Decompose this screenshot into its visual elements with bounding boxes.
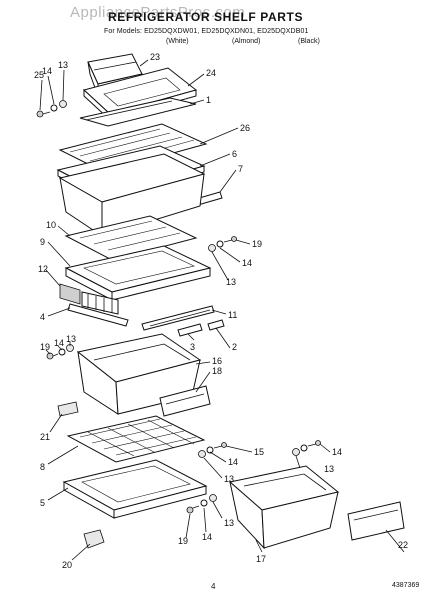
callout-14-f: 14: [202, 532, 212, 542]
callout-8: 8: [40, 462, 45, 472]
hardware-set-top-left[interactable]: [36, 100, 67, 118]
callout-22: 22: [398, 540, 408, 550]
callout-14-c: 14: [54, 338, 64, 348]
callout-3: 3: [190, 342, 195, 352]
callout-5: 5: [40, 498, 45, 508]
document-number: 4387369: [392, 582, 420, 589]
callout-13-e: 13: [324, 464, 334, 474]
hardware-set-lower-mid[interactable]: [198, 442, 227, 458]
callout-4: 4: [40, 312, 45, 322]
callout-13-c: 13: [66, 334, 76, 344]
finish-almond: (Almond): [232, 38, 261, 45]
part-10-crisper-glass[interactable]: [64, 215, 198, 261]
part-20-cap[interactable]: [83, 529, 105, 549]
part-16-crisper-pan[interactable]: [76, 333, 202, 415]
callout-12: 12: [38, 264, 48, 274]
callout-2: 2: [232, 342, 237, 352]
part-1-shelf-trim[interactable]: [79, 97, 197, 127]
part-9-crisper-cover-frame[interactable]: [64, 245, 212, 301]
hardware-set-bottom[interactable]: [186, 494, 217, 514]
callout-7: 7: [238, 164, 243, 174]
callout-14-b: 14: [242, 258, 252, 268]
part-3-slide[interactable]: [177, 323, 203, 337]
part-17-lower-pan[interactable]: [228, 465, 340, 550]
callout-26: 26: [240, 123, 250, 133]
part-2-clip[interactable]: [207, 319, 225, 331]
callout-19-c: 19: [178, 536, 188, 546]
finish-white: (White): [166, 38, 189, 45]
part-12-humidity-control[interactable]: [59, 283, 119, 315]
callout-11: 11: [228, 310, 237, 320]
callout-25: 25: [34, 70, 44, 80]
part-4-front-trim[interactable]: [67, 303, 129, 327]
callout-1: 1: [206, 95, 211, 105]
callout-13-d: 13: [224, 474, 234, 484]
part-11-rear-rail[interactable]: [141, 305, 215, 331]
leader-lines: [39, 59, 405, 561]
callout-19-a: 19: [252, 239, 262, 249]
part-8-shelf-grille[interactable]: [66, 415, 206, 463]
callout-17: 17: [256, 554, 266, 564]
callout-10: 10: [46, 220, 56, 230]
part-22-lower-pan-front[interactable]: [347, 501, 405, 541]
callout-18: 18: [212, 366, 222, 376]
model-list: For Models: ED25DQXDW01, ED25DQXDN01, ED…: [104, 28, 309, 35]
callout-9: 9: [40, 237, 45, 247]
callout-14-a: 14: [42, 66, 52, 76]
callout-14-d: 14: [228, 457, 238, 467]
callout-6: 6: [232, 149, 237, 159]
page-number: 4: [211, 582, 216, 591]
crisper-drawer-upper[interactable]: [58, 153, 206, 237]
callout-24: 24: [206, 68, 216, 78]
hardware-set-lower-right[interactable]: [292, 440, 321, 456]
part-5-lower-shelf-frame[interactable]: [62, 459, 208, 519]
callout-23: 23: [150, 52, 160, 62]
callout-13-a: 13: [58, 60, 68, 70]
callout-16: 16: [212, 356, 222, 366]
watermark: AppliancePartsPros.com: [70, 4, 246, 21]
callout-14-e: 14: [332, 447, 342, 457]
part-21-clip[interactable]: [57, 401, 79, 417]
callout-13-f: 13: [224, 518, 234, 528]
finish-black: (Black): [298, 38, 320, 45]
callout-21: 21: [40, 432, 50, 442]
callout-19-b: 19: [40, 342, 50, 352]
callout-20: 20: [62, 560, 72, 570]
callout-15: 15: [254, 447, 264, 457]
callout-13-b: 13: [226, 277, 236, 287]
hardware-set-mid-right[interactable]: [208, 236, 237, 252]
part-18-pan-front[interactable]: [159, 385, 211, 417]
diagram-title: REFRIGERATOR SHELF PARTS: [108, 10, 304, 24]
